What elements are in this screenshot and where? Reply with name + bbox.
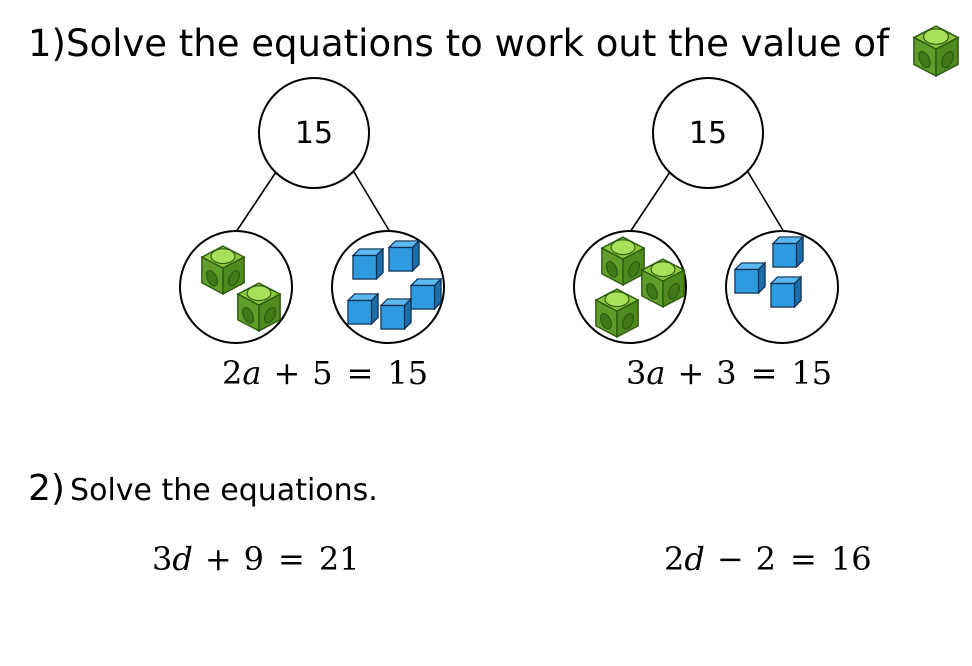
eq-variable: d <box>172 540 193 578</box>
eq-coefficient: 2 <box>664 540 685 578</box>
diagram2-left-connector <box>629 171 671 233</box>
question2-equation-1: 3d +9 = 21 <box>152 540 360 578</box>
eq-coefficient: 2 <box>222 354 243 392</box>
eq-operator: + <box>677 354 705 392</box>
question2-title: 2) Solve the equations. <box>28 468 378 509</box>
eq-equals: = <box>790 540 817 578</box>
eq-constant: 3 <box>716 354 737 392</box>
eq-equals: = <box>346 354 374 392</box>
green-cube-icon <box>237 282 281 332</box>
eq-constant: 5 <box>312 354 333 392</box>
blue-cube-icon <box>734 262 766 294</box>
diagram2-whole-value: 15 <box>688 115 728 151</box>
question1-title: 1)Solve the equations to work out the va… <box>28 22 889 65</box>
green-cube-icon <box>595 288 639 338</box>
diagram2-whole-circle: 15 <box>652 77 764 189</box>
eq-equals: = <box>750 354 778 392</box>
blue-cube-icon <box>770 276 802 308</box>
blue-cube-icon <box>352 248 384 280</box>
eq-rhs: 16 <box>830 540 872 578</box>
blue-cube-icon <box>772 236 804 268</box>
blue-cube-icon <box>380 298 412 330</box>
eq-operator: + <box>273 354 301 392</box>
eq-coefficient: 3 <box>626 354 647 392</box>
question1-title-text: 1)Solve the equations to work out the va… <box>28 22 890 65</box>
eq-operator: + <box>204 540 232 578</box>
eq-variable: a <box>646 354 666 392</box>
blue-cube-icon <box>410 278 442 310</box>
diagram1-whole-circle: 15 <box>258 77 370 189</box>
eq-variable: a <box>242 354 262 392</box>
eq-rhs: 15 <box>791 354 833 392</box>
diagram2-equation: 3a+3=15 <box>626 354 832 392</box>
diagram2-right-connector <box>747 171 785 233</box>
eq-variable: d <box>684 540 705 578</box>
blue-cube-icon <box>347 293 379 325</box>
question2-title-text: Solve the equations. <box>70 473 378 508</box>
eq-constant: 9 <box>243 540 265 578</box>
question2-equation-2: 2d−2=16 <box>664 540 872 578</box>
diagram1-left-connector <box>235 171 277 233</box>
green-cube-icon <box>641 258 685 308</box>
eq-coefficient: 3 <box>152 540 173 578</box>
eq-equals: = <box>278 540 305 578</box>
blue-cube-icon <box>388 240 420 272</box>
diagram1-whole-value: 15 <box>294 115 334 151</box>
diagram1-equation: 2a +5 = 15 <box>222 354 428 392</box>
question2-number: 2) <box>28 468 65 509</box>
diagram1-right-connector <box>353 171 391 233</box>
eq-constant: 2 <box>755 540 777 578</box>
eq-operator: − <box>716 540 744 578</box>
eq-rhs: 15 <box>387 354 429 392</box>
eq-rhs: 21 <box>318 540 360 578</box>
